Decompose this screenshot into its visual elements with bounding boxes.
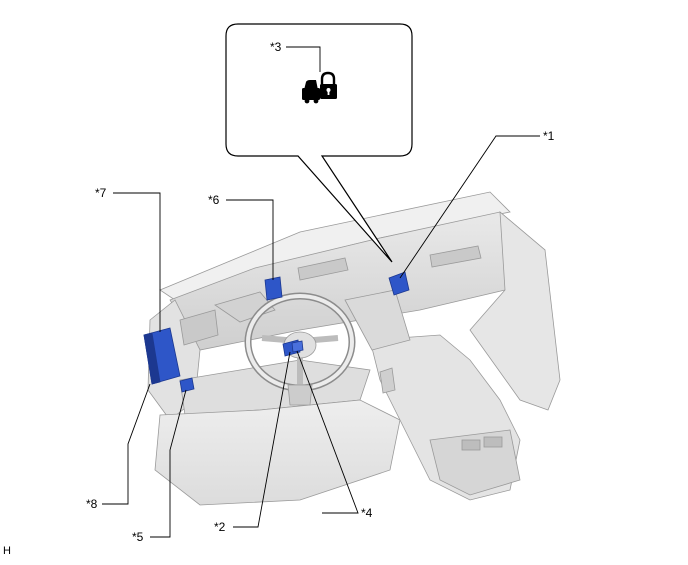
leader-lines	[102, 46, 540, 538]
label-3: *3	[270, 40, 282, 54]
leader-1	[399, 135, 540, 279]
dash-vent-center	[297, 257, 349, 281]
leader-8	[102, 383, 151, 505]
floor	[154, 399, 401, 506]
label-4: *4	[361, 506, 373, 520]
callout-bubble	[225, 23, 413, 263]
label-2: *2	[214, 520, 226, 534]
leader-5	[150, 389, 187, 538]
leader-2	[233, 351, 291, 528]
dash-vent-left	[179, 309, 219, 346]
interior-illustration	[147, 191, 561, 506]
right-door-panel	[469, 211, 561, 411]
label-5: *5	[132, 530, 144, 544]
label-7: *7	[95, 186, 107, 200]
label-6: *6	[208, 193, 220, 207]
steering-column	[287, 384, 313, 406]
component-1	[388, 271, 410, 296]
component-4	[291, 340, 304, 353]
center-stack	[344, 289, 411, 351]
dash-vent-right	[429, 245, 482, 268]
leader-7	[113, 192, 161, 332]
leader-3	[286, 46, 321, 72]
component-7-side	[143, 332, 161, 385]
rear-vent-left	[461, 439, 481, 451]
component-5	[179, 377, 195, 393]
callout-labels: *1 *2 *3 *4 *5 *6 *7 *8 H	[3, 40, 555, 557]
gear-shifter	[379, 367, 396, 394]
rear-vent-right	[483, 436, 503, 448]
highlighted-components	[143, 271, 410, 393]
component-6	[264, 276, 283, 301]
corner-code: H	[3, 545, 11, 557]
lock-car-icon	[302, 71, 337, 104]
leader-6	[226, 199, 274, 280]
label-8: *8	[86, 497, 98, 511]
label-1: *1	[543, 129, 555, 143]
leader-4	[296, 350, 359, 514]
